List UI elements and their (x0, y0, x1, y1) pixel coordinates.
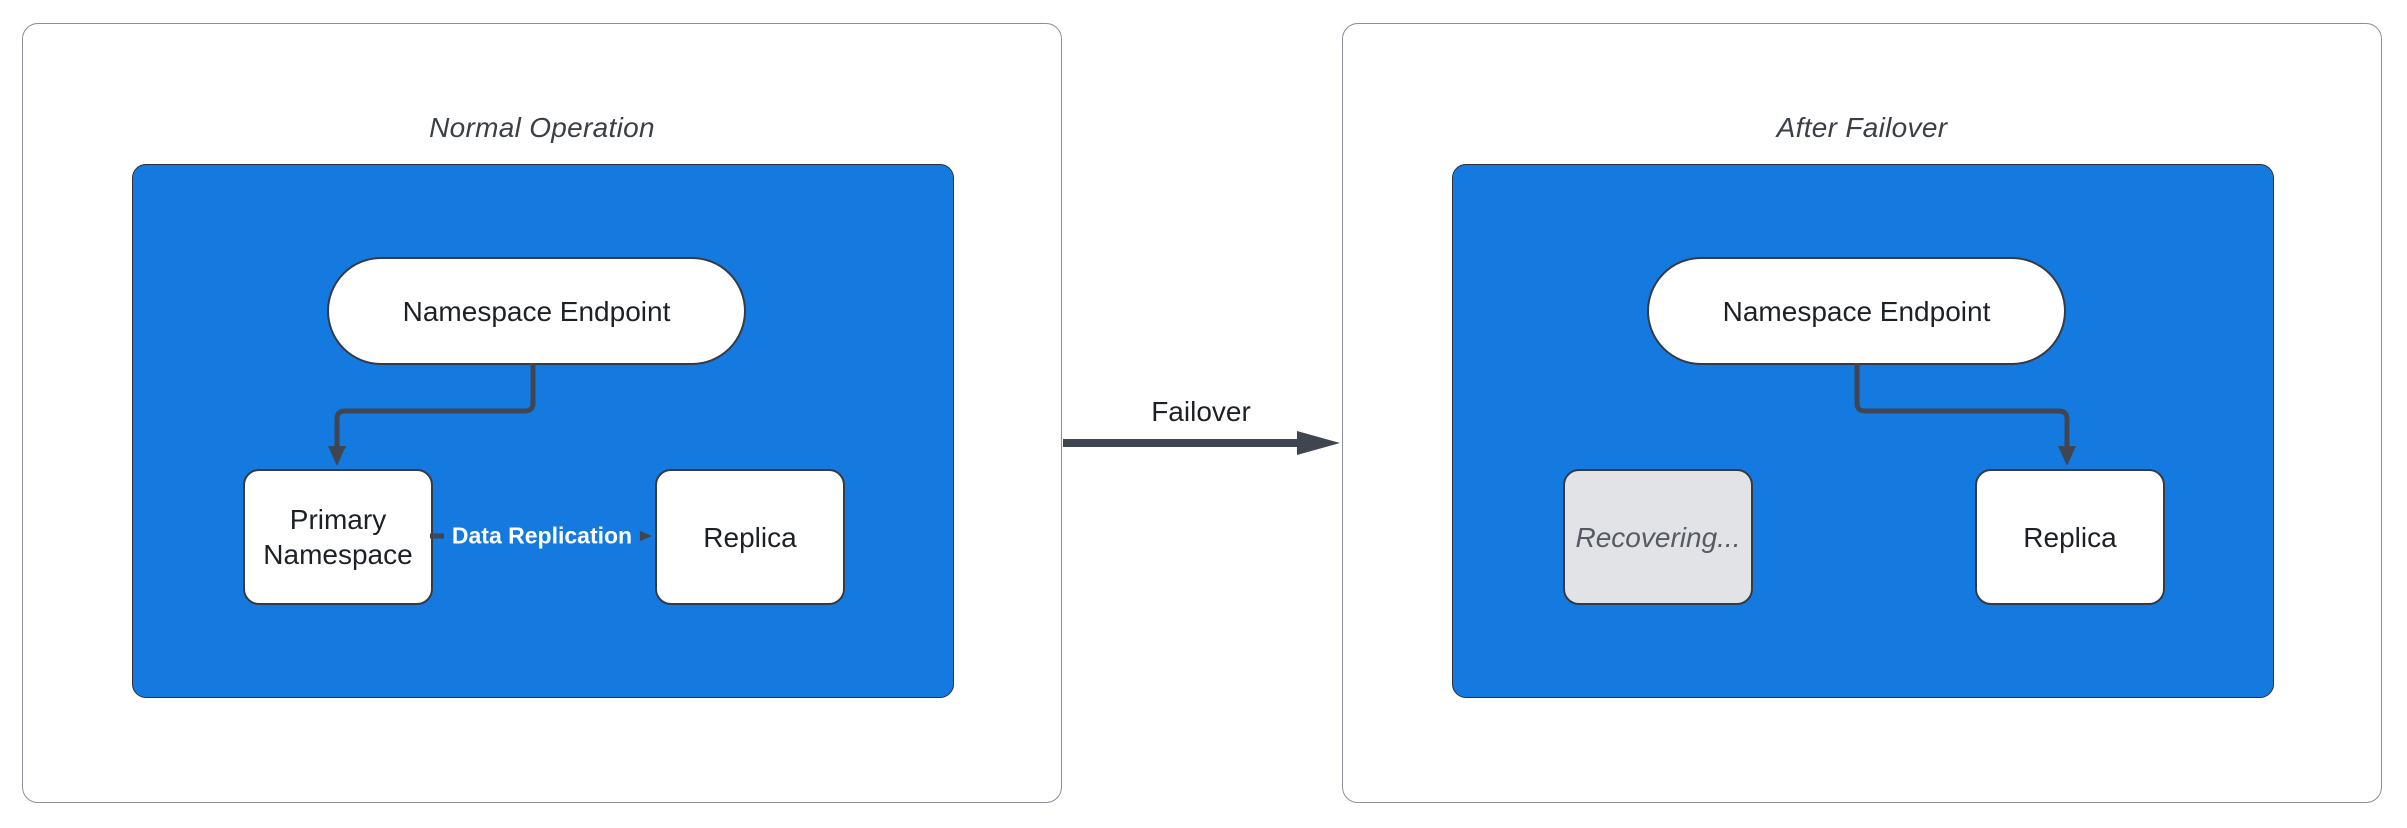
node-label-namespace-endpoint-after: Namespace Endpoint (1722, 295, 1991, 327)
failover-label: Failover (1151, 396, 1251, 427)
node-label-recovering: Recovering... (1575, 521, 1741, 553)
panel-normal-operation: Normal Operation Namespace Endpoint Prim… (22, 23, 1062, 803)
panel-title-normal-operation: Normal Operation (429, 112, 655, 143)
node-label-replica-after: Replica (2023, 521, 2117, 553)
node-recovering: Recovering... (1563, 469, 1753, 605)
panel-after-failover: After Failover Namespace Endpoint Recove… (1342, 23, 2382, 803)
cluster-namespace-after: Namespace Endpoint Recovering... Replica (1452, 164, 2274, 698)
node-label-primary-namespace: Primary Namespace (263, 504, 413, 570)
node-replica-after: Replica (1975, 469, 2165, 605)
node-primary-namespace: Primary Namespace (243, 469, 433, 605)
node-replica-normal: Replica (655, 469, 845, 605)
node-label-namespace-endpoint-normal: Namespace Endpoint (402, 295, 671, 327)
panel-title-after-failover: After Failover (1776, 112, 1948, 143)
edge-label-data-replication: Data Replication (443, 520, 641, 552)
arrowhead-failover (1297, 431, 1340, 455)
node-label-replica-normal: Replica (703, 521, 797, 553)
node-namespace-endpoint-normal: Namespace Endpoint (327, 257, 746, 365)
node-namespace-endpoint-after: Namespace Endpoint (1647, 257, 2066, 365)
cluster-namespace-normal: Namespace Endpoint Primary Namespace Rep… (132, 164, 954, 698)
